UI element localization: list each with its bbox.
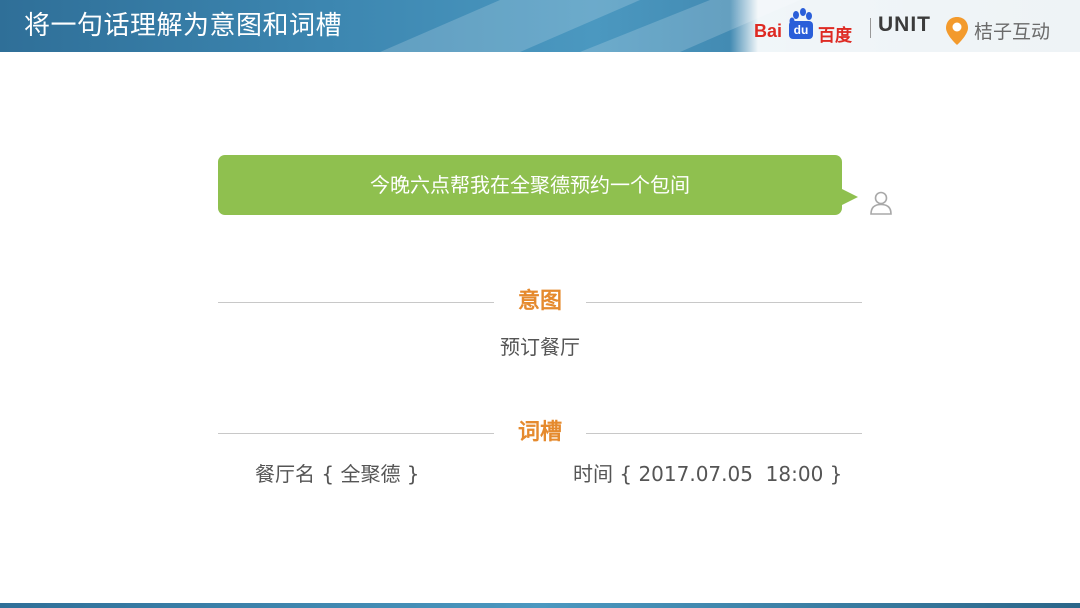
intent-heading: 意图 <box>517 289 562 314</box>
baidu-logo: Bai du 百度 <box>754 8 860 48</box>
slide-title: 将一句话理解为意图和词槽 <box>24 11 343 41</box>
baidu-logo-text: Bai <box>754 21 783 41</box>
baidu-logo-chinese: 百度 <box>818 26 852 46</box>
logo-divider <box>870 18 871 38</box>
divider-line-right <box>586 302 862 303</box>
unit-logo: UNIT <box>878 13 931 36</box>
slot-time: 时间 { 2017.07.05 18:00 } <box>573 462 843 486</box>
logo-area: Bai du 百度 UNIT 桔子互动 <box>730 0 1080 52</box>
slots-section-header: 词槽 <box>218 418 862 448</box>
user-message-text: 今晚六点帮我在全聚德预约一个包间 <box>370 173 690 197</box>
user-avatar-icon <box>870 191 892 215</box>
user-message-bubble: 今晚六点帮我在全聚德预约一个包间 <box>218 155 842 215</box>
juzi-location-pin-icon <box>946 17 968 45</box>
footer-bar <box>0 603 1080 608</box>
intent-value: 预订餐厅 <box>500 335 580 359</box>
slot-restaurant-name: 餐厅名 { 全聚德 } <box>255 462 420 486</box>
juzi-logo-text: 桔子互动 <box>974 21 1051 43</box>
slots-heading: 词槽 <box>517 420 562 445</box>
bubble-tail <box>840 188 858 206</box>
slide-header: 将一句话理解为意图和词槽 Bai du 百度 UNIT 桔子互动 <box>0 0 1080 52</box>
divider-line-left <box>218 433 494 434</box>
baidu-du-badge: du <box>789 21 813 39</box>
intent-section-header: 意图 <box>218 287 862 317</box>
divider-line-left <box>218 302 494 303</box>
divider-line-right <box>586 433 862 434</box>
